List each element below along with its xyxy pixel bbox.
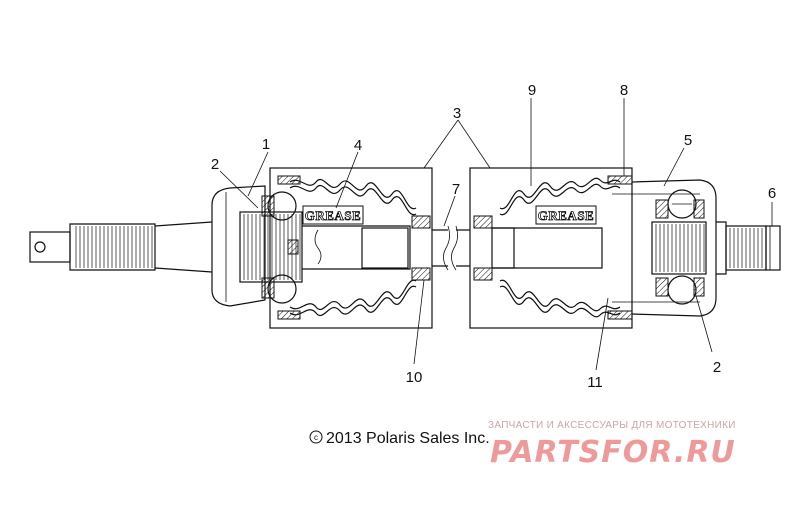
callout-9: 9 (528, 82, 536, 99)
grease-label-left: GREASE (305, 208, 361, 223)
callout-4: 4 (354, 137, 362, 154)
right-boot-assembly: GREASE (469, 167, 633, 329)
callout-2-left: 2 (211, 156, 219, 173)
left-stub-shaft (29, 185, 266, 307)
right-stub-shaft (725, 225, 781, 271)
callout-5: 5 (684, 132, 692, 149)
right-cv-joint (612, 179, 727, 317)
left-boot-assembly: GREASE (269, 167, 433, 329)
copyright-notice: c 2013 Polaris Sales Inc. (309, 430, 490, 447)
callout-10: 10 (406, 369, 423, 386)
leader-lines (219, 98, 773, 371)
center-shaft (432, 225, 470, 271)
callout-6: 6 (768, 185, 776, 202)
callout-7: 7 (452, 181, 460, 198)
watermark-logo: PARTSFOR.RU (490, 435, 736, 470)
callout-3: 3 (453, 105, 461, 122)
copyright-text: 2013 Polaris Sales Inc. (326, 430, 490, 447)
callout-2-right: 2 (713, 359, 721, 376)
left-cv-joint (239, 191, 303, 304)
grease-label-right: GREASE (538, 208, 594, 223)
callout-8: 8 (620, 82, 628, 99)
callout-1: 1 (262, 136, 270, 153)
copyright-icon: c (314, 433, 318, 442)
watermark-subtitle: ЗАПЧАСТИ И АКСЕССУАРЫ ДЛЯ МОТОТЕХНИКИ (488, 420, 736, 431)
callout-11: 11 (587, 374, 603, 391)
watermark: ЗАПЧАСТИ И АКСЕССУАРЫ ДЛЯ МОТОТЕХНИКИ PA… (488, 420, 736, 470)
